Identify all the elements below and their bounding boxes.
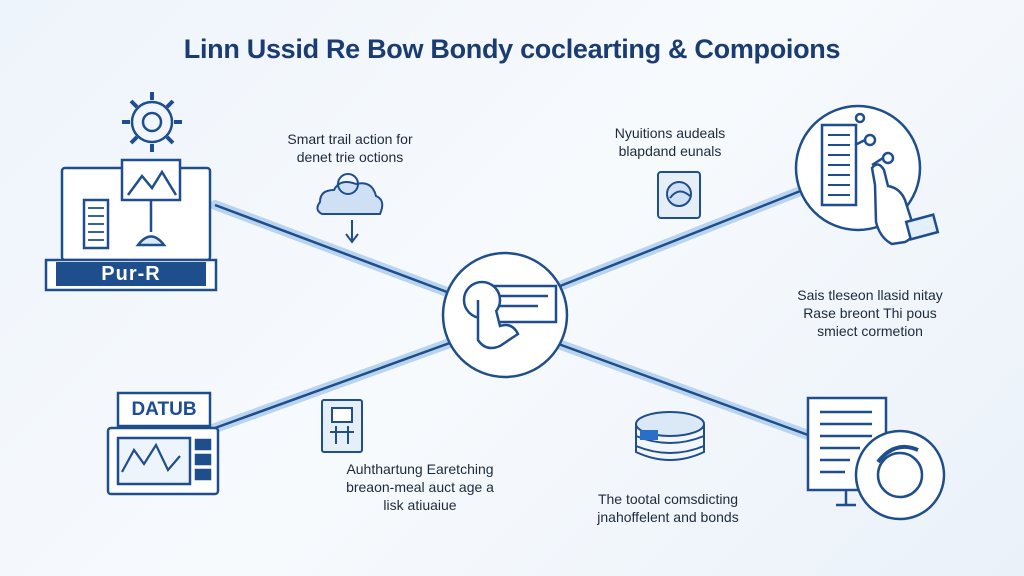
label-top-right: Nyuitions audeals blapdand eunals <box>570 124 770 160</box>
cloud-exchange-icon <box>316 173 384 244</box>
label-right-middle: Sais tleseon llasid nitay Rase breont Th… <box>770 286 970 340</box>
label-top-left: Smart trail action for denet trie oction… <box>250 130 450 166</box>
cloud-box-icon <box>657 171 701 219</box>
label-bottom-right: The tootal comsdicting jnahoffelent and … <box>568 490 768 526</box>
badge-background <box>56 262 206 286</box>
label-line: lisk atiuaiue <box>383 497 457 513</box>
datub-badge: DATUB <box>131 399 197 420</box>
page-title: Linn Ussid Re Bow Bondy coclearting & Co… <box>183 34 841 64</box>
pur-r-badge: Pur-R <box>101 263 161 285</box>
hub-hand-card-icon <box>441 251 569 379</box>
label-line: Nyuitions audeals <box>614 125 726 141</box>
label-line: smiect cormetion <box>817 323 923 339</box>
label-bottom-left: Auhthartung Earetching breaon-meal auct … <box>320 460 520 514</box>
robot-icon <box>321 399 363 453</box>
connector-lines <box>210 183 813 440</box>
label-line: Sais tleseon llasid nitay <box>797 287 943 303</box>
label-line: Auhthartung Earetching <box>346 461 494 477</box>
label-line: breaon-meal auct age a <box>346 479 494 495</box>
database-stack-icon <box>635 411 705 461</box>
monitor-gear-icon <box>44 92 218 292</box>
badge-frame <box>116 391 212 428</box>
label-line: denet trie octions <box>296 149 404 165</box>
data-chart-monitor-icon <box>106 426 220 496</box>
label-line: The tootal comsdicting <box>597 491 739 507</box>
label-line: jnahoffelent and bonds <box>597 509 739 525</box>
document-circle-icon <box>806 396 946 521</box>
label-line: blapdand eunals <box>618 143 722 159</box>
label-line: Rase breont Thi pous <box>803 305 937 321</box>
label-line: Smart trail action for <box>287 131 413 147</box>
touch-hand-circle-icon <box>794 104 940 246</box>
